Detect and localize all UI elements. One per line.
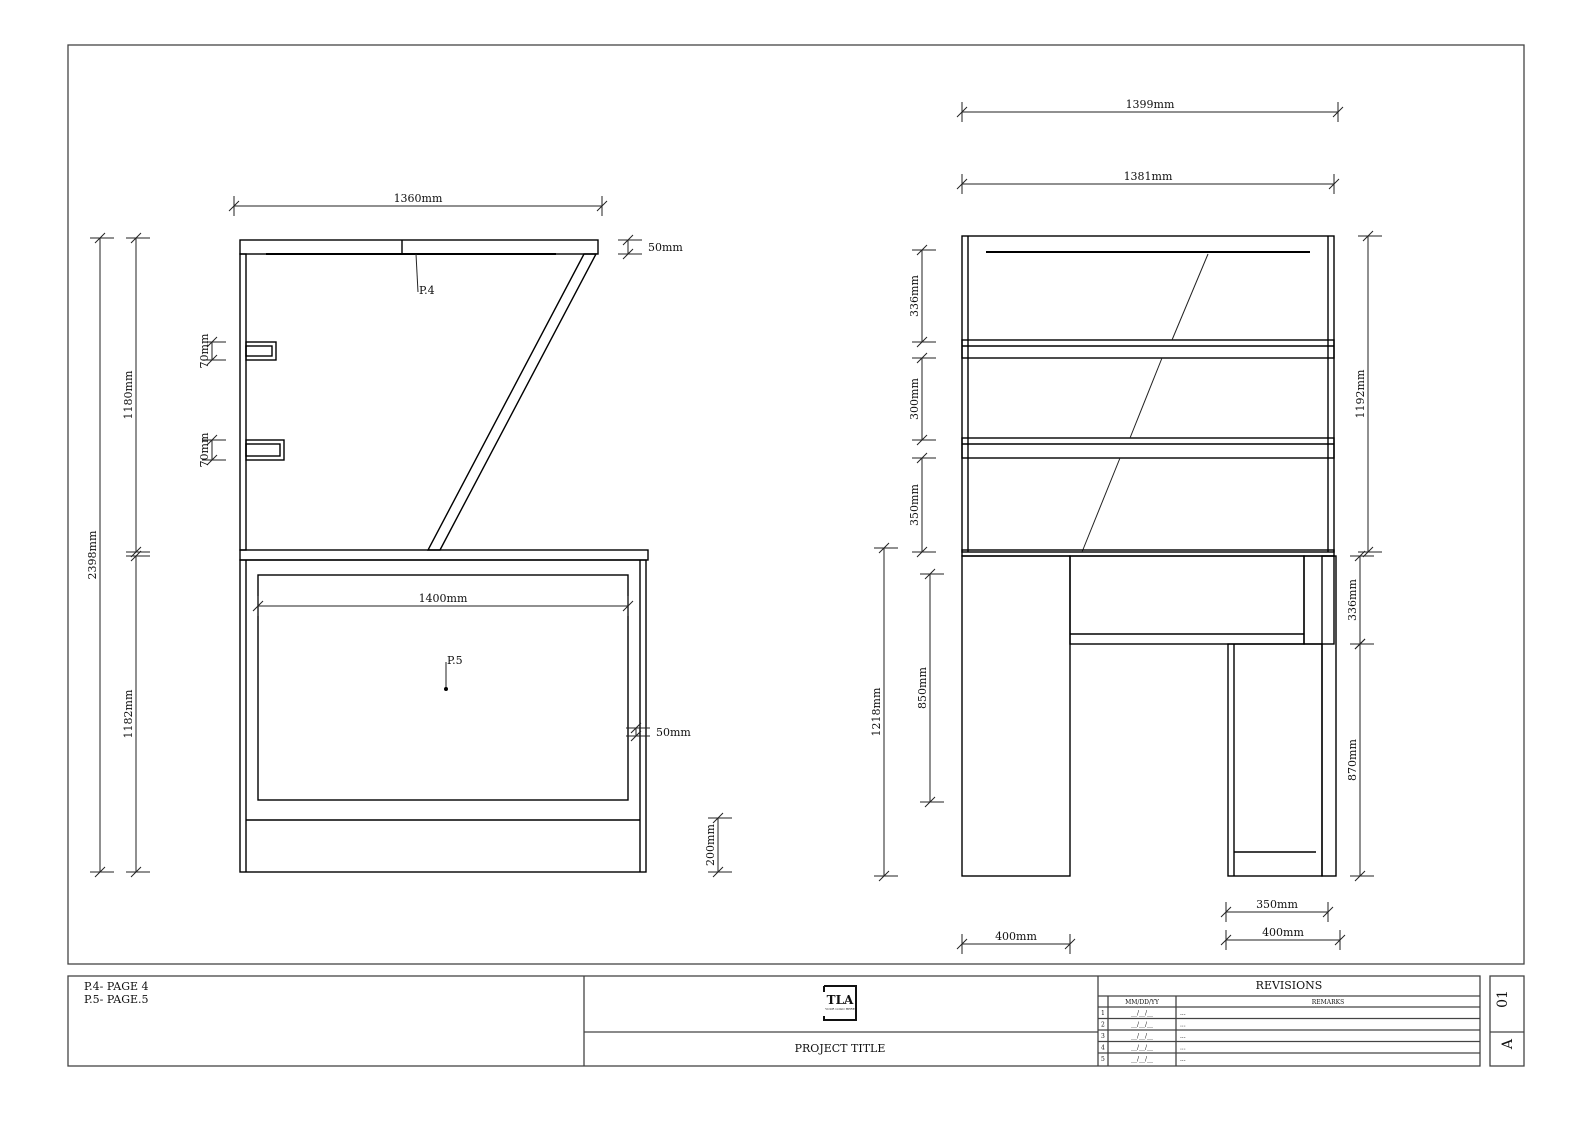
dimension-label: 870mm xyxy=(1346,739,1359,781)
sheet-number: 01 xyxy=(1495,990,1511,1008)
shelf-bracket xyxy=(245,439,285,461)
dimension: 400mm xyxy=(1220,926,1346,950)
dimension: 1360mm xyxy=(228,192,608,216)
left-pedestal xyxy=(961,555,1071,877)
shelf xyxy=(961,437,1335,459)
rev-date: __/__/__ xyxy=(1131,1056,1153,1063)
counter-top xyxy=(239,549,649,561)
dimension-label: 400mm xyxy=(995,930,1037,943)
dimension-label: 350mm xyxy=(908,484,921,526)
svg-text:TLA: TLA xyxy=(827,993,854,1007)
rev-no: 3 xyxy=(1101,1033,1105,1040)
dimension: 336mm xyxy=(1346,550,1374,650)
dimension: 1400mm xyxy=(252,592,634,616)
dimension-label: 336mm xyxy=(908,275,921,317)
right-pedestal xyxy=(1227,643,1323,877)
dimension: 70mm xyxy=(198,333,226,368)
rev-remarks: ... xyxy=(1180,1045,1186,1052)
dimension: 350mm xyxy=(1220,898,1334,922)
dimension: 400mm xyxy=(956,930,1076,954)
ref-p4: P.4 xyxy=(419,284,435,297)
dimension-label: 50mm xyxy=(648,241,683,254)
dimension: 1381mm xyxy=(956,170,1340,194)
col-remarks: REMARKS xyxy=(1312,999,1344,1006)
dimension-label: 1218mm xyxy=(870,687,883,736)
dimension-lines: 1360mm 50mm 1180mm 1182mm 2398mm 70mm 70mm 1400… xyxy=(86,98,1382,954)
dimension: 300mm xyxy=(908,352,936,446)
dimension-label: 1182mm xyxy=(122,689,135,738)
dimension: 1192mm xyxy=(1354,230,1382,558)
dimension-label: 1399mm xyxy=(1126,98,1175,111)
rev-remarks: ... xyxy=(1180,1056,1186,1063)
dimension: 70mm xyxy=(198,432,226,467)
dimension-label: 50mm xyxy=(656,726,691,739)
rev-no: 5 xyxy=(1101,1056,1105,1063)
revision-letter: A xyxy=(1500,1038,1516,1050)
front-panel xyxy=(257,574,629,801)
ref-p5: P.5 xyxy=(447,654,463,667)
dimension: 2398mm xyxy=(86,232,114,878)
dimension: 1180mm xyxy=(122,232,150,558)
drawer xyxy=(1069,555,1305,645)
diagonal-brace xyxy=(426,253,598,551)
dimension: 1399mm xyxy=(956,98,1344,122)
rev-remarks: ... xyxy=(1180,1022,1186,1029)
dimension: 1182mm xyxy=(122,550,150,878)
revisions-title: REVISIONS xyxy=(1256,979,1323,992)
dimension-label: 200mm xyxy=(704,824,717,866)
dimension-label: 2398mm xyxy=(86,530,99,579)
logo: TLA YOUR LOGO HERE xyxy=(823,985,857,1021)
project-title: PROJECT TITLE xyxy=(795,1042,886,1055)
dimension: 50mm xyxy=(618,234,683,260)
note-line: P.4- PAGE 4 xyxy=(84,980,149,993)
dimension-label: 1381mm xyxy=(1124,170,1173,183)
dimension-label: 850mm xyxy=(916,667,929,709)
svg-text:YOUR LOGO HERE: YOUR LOGO HERE xyxy=(824,1007,855,1011)
dimension-label: 1180mm xyxy=(122,370,135,419)
dimension-label: 350mm xyxy=(1256,898,1298,911)
rev-no: 1 xyxy=(1101,1010,1105,1017)
dimension-label: 70mm xyxy=(198,432,211,467)
rev-date: __/__/__ xyxy=(1131,1033,1153,1040)
dimension-label: 1192mm xyxy=(1354,369,1367,418)
rev-date: __/__/__ xyxy=(1131,1022,1153,1029)
rev-date: __/__/__ xyxy=(1131,1010,1153,1017)
title-block: P.4- PAGE 4 P.5- PAGE.5 TLA YOUR LOGO HE… xyxy=(67,975,1525,1067)
rev-no: 2 xyxy=(1101,1022,1105,1029)
rev-no: 4 xyxy=(1101,1045,1105,1052)
dimension: 50mm xyxy=(626,722,691,742)
dimension: 850mm xyxy=(916,568,944,808)
note-line: P.5- PAGE.5 xyxy=(84,993,149,1006)
col-date: MM/DD/YY xyxy=(1125,999,1160,1006)
dimension: 870mm xyxy=(1346,638,1374,882)
dimension-label: 1360mm xyxy=(394,192,443,205)
dimension-label: 300mm xyxy=(908,378,921,420)
counter-top xyxy=(961,549,1335,557)
left-elevation: P.4 P.5 xyxy=(239,239,649,873)
drawing-frame xyxy=(67,44,1525,965)
rev-remarks: ... xyxy=(1180,1033,1186,1040)
shelf xyxy=(961,339,1335,359)
rev-remarks: ... xyxy=(1180,1010,1186,1017)
rev-date: __/__/__ xyxy=(1131,1045,1153,1052)
dimension: 336mm xyxy=(908,244,936,348)
dimension-label: 400mm xyxy=(1262,926,1304,939)
dimension: 200mm xyxy=(704,812,732,878)
dimension-label: 70mm xyxy=(198,333,211,368)
dimension: 1218mm xyxy=(870,542,898,882)
dimension: 350mm xyxy=(908,452,936,558)
dimension-label: 1400mm xyxy=(419,592,468,605)
right-elevation xyxy=(961,235,1337,877)
dimension-label: 336mm xyxy=(1346,579,1359,621)
revisions-table: MM/DD/YY REMARKS 1 __/__/__... 2 __/__/__... 3… xyxy=(1098,995,1480,1066)
